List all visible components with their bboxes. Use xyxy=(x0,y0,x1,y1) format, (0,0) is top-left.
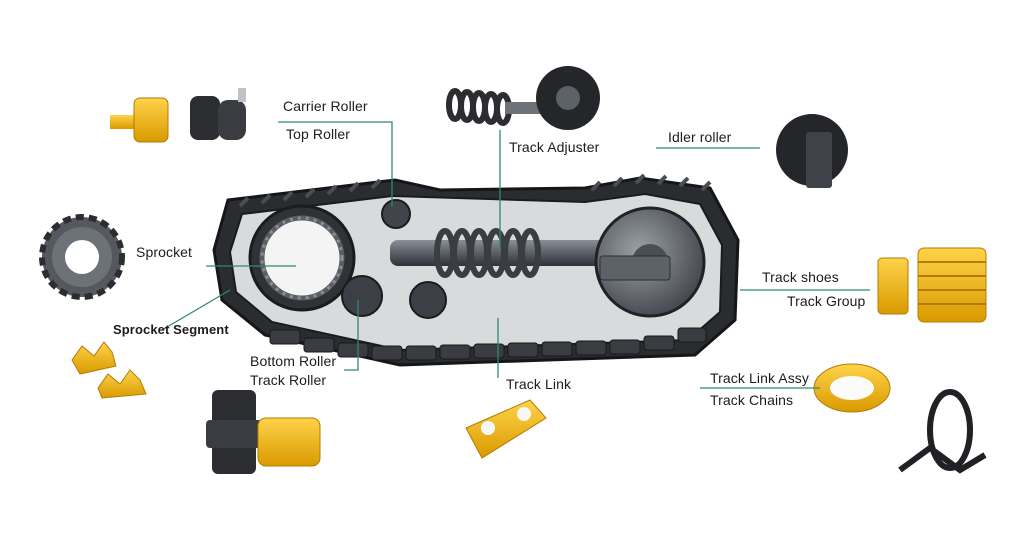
bottom-roller-part-image xyxy=(206,390,321,474)
sprocket-wheel xyxy=(248,204,356,312)
label-track-roller: Track Roller xyxy=(250,372,327,388)
frame-carrier-roller xyxy=(381,199,411,229)
label-track-group: Track Group xyxy=(787,293,866,309)
frame-bottom-rollers xyxy=(341,275,447,319)
leader-sprocket-segment xyxy=(161,289,231,331)
track-chains-part-image xyxy=(898,389,987,474)
label-top-roller: Top Roller xyxy=(286,126,351,142)
leader-lines xyxy=(161,121,870,389)
label-track-chains: Track Chains xyxy=(710,392,794,408)
recoil-spring xyxy=(434,228,541,278)
leader-carrier-roller xyxy=(278,121,393,206)
track-link-assy-part-image xyxy=(813,363,891,413)
label-track-shoes: Track shoes xyxy=(762,269,839,285)
sprocket-segment-part-image xyxy=(71,341,147,399)
track-frame-assembly xyxy=(212,173,740,367)
track-shoes-part-image xyxy=(877,247,987,323)
label-sprocket: Sprocket xyxy=(136,244,193,260)
label-idler-roller: Idler roller xyxy=(668,129,732,145)
idler-wheel xyxy=(594,206,706,318)
label-sprocket-segment: Sprocket Segment xyxy=(113,322,229,337)
label-track-link-assy: Track Link Assy xyxy=(710,370,810,386)
leader-bottom-roller xyxy=(344,300,359,371)
label-track-adjuster: Track Adjuster xyxy=(509,139,600,155)
label-carrier-roller: Carrier Roller xyxy=(283,98,368,114)
carrier-roller-part-image xyxy=(110,88,246,143)
track-adjuster-part-image xyxy=(446,66,600,130)
sprocket-part-image xyxy=(39,214,125,300)
label-track-link: Track Link xyxy=(506,376,572,392)
track-link-part-image xyxy=(465,399,547,459)
label-bottom-roller: Bottom Roller xyxy=(250,353,337,369)
idler-roller-part-image xyxy=(776,114,848,188)
